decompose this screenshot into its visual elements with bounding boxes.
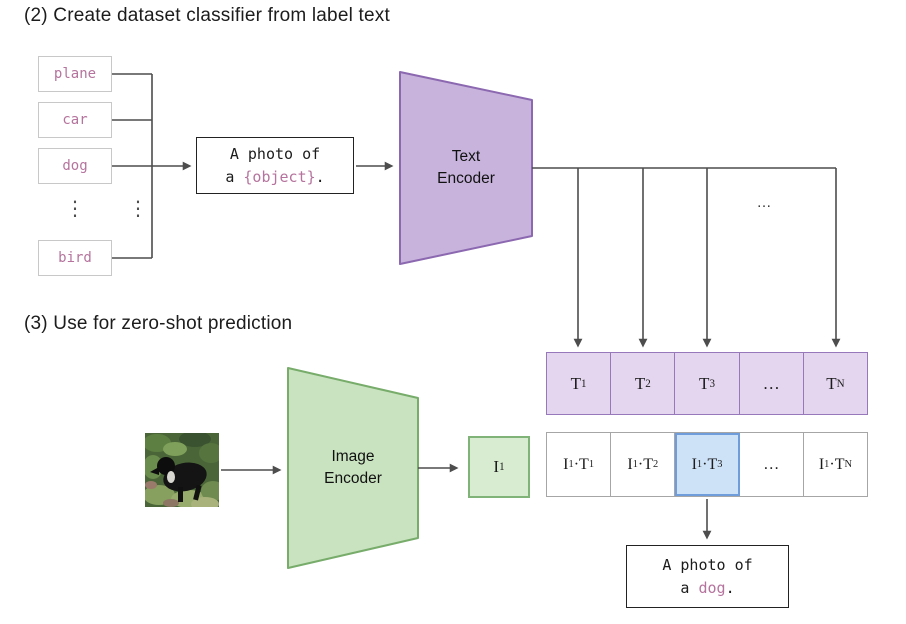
connector-lines <box>112 73 841 540</box>
object-token: {object} <box>243 167 316 186</box>
prompt-line1: A photo of <box>229 144 321 163</box>
class-label-car: car <box>38 102 112 138</box>
class-label-bird: bird <box>38 240 112 276</box>
predicted-object: dog <box>698 578 726 597</box>
embedding-ellipsis: … <box>740 353 804 414</box>
prompt-line2: a {object}. <box>225 167 325 186</box>
image-encoder-shape <box>287 367 419 569</box>
text-encoder-shape <box>399 71 533 265</box>
arrows-ellipsis: … <box>756 194 772 211</box>
dog-photo-image <box>143 431 225 511</box>
image-encoder-label: Image Encoder <box>324 448 382 487</box>
labels-vertical-ellipsis: ⋮ <box>65 196 85 220</box>
section2-title: (2) Create dataset classifier from label… <box>24 5 390 26</box>
dog-photo <box>143 431 225 511</box>
prompt-template-box: A photo of a {object}. <box>196 137 354 194</box>
bracket-vertical-ellipsis: ⋮ <box>128 196 148 220</box>
section3-title: (3) Use for zero-shot prediction <box>24 313 293 334</box>
class-label-dog: dog <box>38 148 112 184</box>
output-line1: A photo of <box>662 555 753 574</box>
output-line2: a dog. <box>680 578 735 597</box>
similarity-ellipsis: … <box>739 433 804 496</box>
class-label-plane: plane <box>38 56 112 92</box>
label-bracket-lines <box>112 73 153 259</box>
text-encoder-label: Text Encoder <box>437 148 495 187</box>
prediction-output-box: A photo of a dog. <box>626 545 789 608</box>
